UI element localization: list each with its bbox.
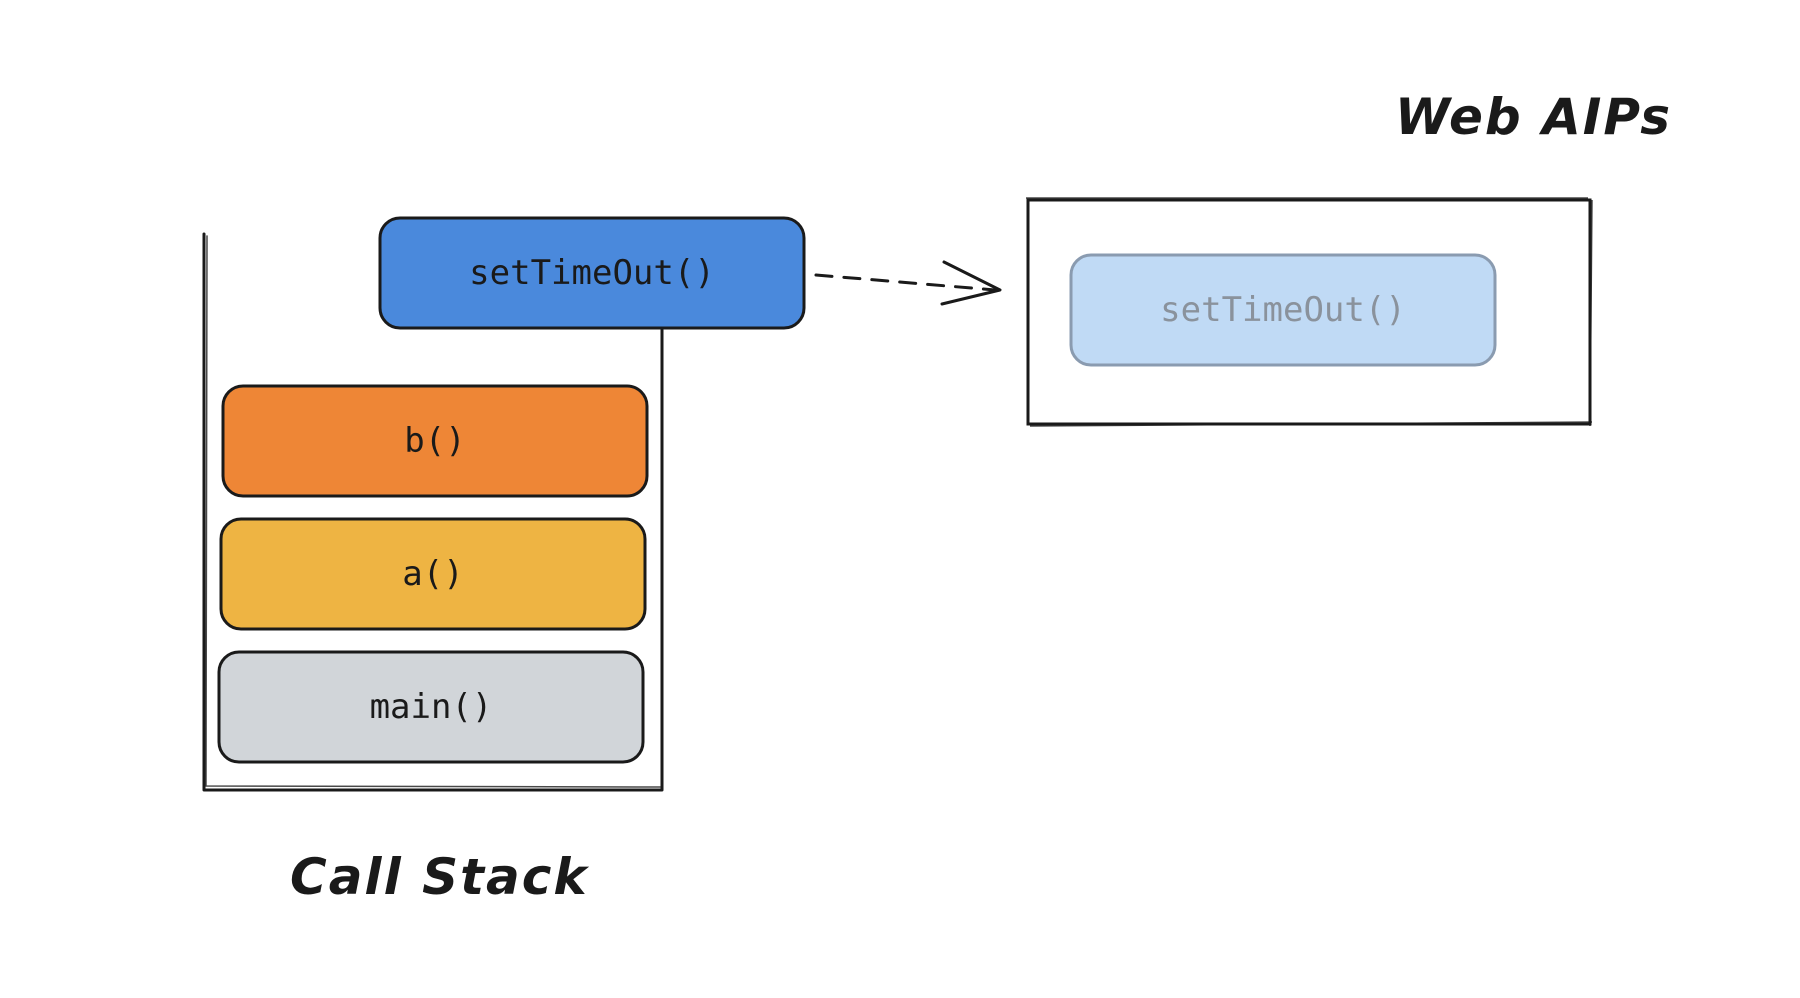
call-stack-container xyxy=(202,232,664,792)
dashed-arrow-line xyxy=(814,273,997,292)
stack-frame-settimeout xyxy=(378,216,806,330)
stack-frame-a xyxy=(219,517,647,631)
stack-frame-a-label: a() xyxy=(402,554,464,594)
web-apis-title: Web AIPs xyxy=(1395,88,1672,146)
stack-frame-settimeout-label: setTimeOut() xyxy=(469,253,715,293)
stack-frame-b-label: b() xyxy=(404,421,466,461)
call-stack-container-sketch xyxy=(205,235,661,788)
arrow-head-icon xyxy=(940,260,1002,306)
stack-frame-main-label: main() xyxy=(369,687,493,727)
call-stack-title: Call Stack xyxy=(290,848,589,906)
web-apis-container-sketch xyxy=(1026,197,1593,427)
stack-frame-b xyxy=(221,384,649,498)
stack-frame-main xyxy=(217,650,645,764)
web-api-item-label: setTimeOut() xyxy=(1160,290,1406,330)
web-api-item-settimeout xyxy=(1069,253,1497,367)
